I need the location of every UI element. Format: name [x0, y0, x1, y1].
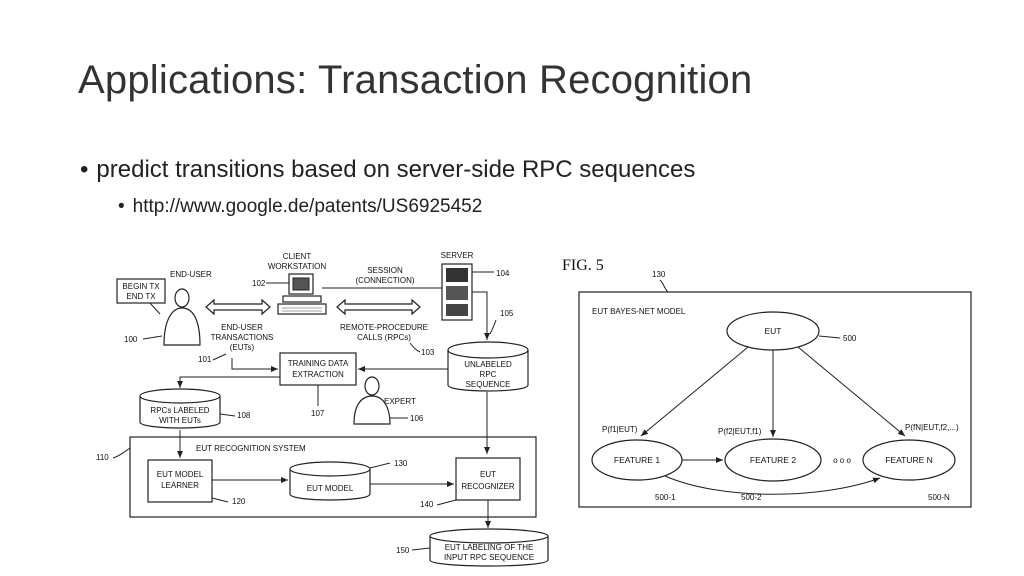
- svg-text:EUT: EUT: [765, 326, 782, 336]
- svg-text:EUT MODEL: EUT MODEL: [307, 484, 354, 493]
- feature-n-node: FEATURE N: [862, 439, 956, 481]
- rpc-label-1: REMOTE-PROCEDURE: [340, 323, 428, 332]
- svg-text:LEARNER: LEARNER: [161, 481, 199, 490]
- svg-text:UNLABELED: UNLABELED: [464, 360, 512, 369]
- bayes-net-title: EUT BAYES-NET MODEL: [592, 307, 686, 316]
- svg-text:END TX: END TX: [126, 292, 156, 301]
- ref-106: 106: [410, 414, 424, 423]
- expert-label: EXPERT: [384, 397, 416, 406]
- eut-label-2: TRANSACTIONS: [211, 333, 274, 342]
- workstation-computer-icon: [277, 273, 327, 315]
- ref-140: 140: [420, 500, 434, 509]
- left-diagram: BEGIN TX END TX END-USER 100 CLIENT WORK…: [96, 251, 549, 567]
- slide-title: Applications: Transaction Recognition: [78, 58, 753, 102]
- begin-end-tx-bubble: BEGIN TX END TX: [116, 278, 166, 315]
- ref-500-2: 500-2: [741, 493, 762, 502]
- prob-fn: P(fN|EUT,f2,...): [905, 423, 959, 432]
- eut-label-3: (EUTs): [230, 343, 255, 352]
- ref-130: 130: [394, 459, 408, 468]
- svg-text:BEGIN TX: BEGIN TX: [122, 282, 160, 291]
- ref-500: 500: [843, 334, 857, 343]
- svg-text:RPCs LABELED: RPCs LABELED: [150, 406, 209, 415]
- eut-node: EUT: [726, 311, 820, 351]
- ref-108: 108: [237, 411, 251, 420]
- svg-text:TRAINING DATA: TRAINING DATA: [288, 359, 349, 368]
- prob-f2: P(f2|EUT,f1): [718, 427, 762, 436]
- client-label-1: CLIENT: [283, 252, 312, 261]
- patent-link-text: http://www.google.de/patents/US6925452: [132, 196, 483, 217]
- ref-500-1: 500-1: [655, 493, 676, 502]
- ref-105: 105: [500, 309, 514, 318]
- svg-text:RECOGNIZER: RECOGNIZER: [461, 482, 515, 491]
- ref-101: 101: [198, 355, 212, 364]
- ref-100: 100: [124, 335, 138, 344]
- ellipsis-dots: o o o: [833, 456, 851, 465]
- ref-130-right: 130: [652, 270, 666, 279]
- eut-model-cylinder: EUT MODEL: [289, 461, 371, 501]
- ref-103: 103: [421, 348, 435, 357]
- right-diagram: FIG. 5 130 EUT BAYES-NET MODEL EUT 500 P…: [562, 257, 972, 508]
- svg-text:FEATURE 1: FEATURE 1: [614, 455, 660, 465]
- bullet-dot: •: [80, 156, 89, 183]
- svg-text:WITH EUTs: WITH EUTs: [159, 416, 201, 425]
- output-labeling-cylinder: EUT LABELING OF THE INPUT RPC SEQUENCE: [429, 528, 549, 567]
- svg-text:EUT: EUT: [480, 470, 496, 479]
- svg-text:INPUT RPC SEQUENCE: INPUT RPC SEQUENCE: [444, 553, 534, 562]
- double-arrow-2-icon: [336, 298, 421, 316]
- eut-model-learner-box: EUT MODEL LEARNER: [147, 459, 213, 503]
- client-label-2: WORKSTATION: [268, 262, 327, 271]
- bullet-level-1: • predict transitions based on server-sid…: [80, 156, 695, 184]
- svg-text:SEQUENCE: SEQUENCE: [466, 380, 511, 389]
- training-data-extraction-box: TRAINING DATA EXTRACTION: [279, 352, 357, 386]
- server-label: SERVER: [441, 251, 474, 260]
- bullet-level-2: • http://www.google.de/patents/US6925452: [118, 196, 482, 218]
- fig-5-label: FIG. 5: [562, 257, 604, 274]
- feature-2-node: FEATURE 2: [724, 438, 822, 482]
- ref-110: 110: [96, 453, 109, 462]
- rpcs-labeled-cylinder: RPCs LABELED WITH EUTs: [139, 388, 221, 429]
- end-user-label: END-USER: [170, 270, 212, 279]
- ref-102: 102: [252, 279, 266, 288]
- prob-f1: P(f1|EUT): [602, 425, 638, 434]
- ref-120: 120: [232, 497, 246, 506]
- svg-text:RPC: RPC: [480, 370, 497, 379]
- svg-text:EUT MODEL: EUT MODEL: [157, 470, 204, 479]
- svg-text:EUT LABELING OF THE: EUT LABELING OF THE: [445, 543, 534, 552]
- ref-104: 104: [496, 269, 510, 278]
- double-arrow-1-icon: [205, 298, 271, 316]
- system-title: EUT RECOGNITION SYSTEM: [196, 444, 306, 453]
- ref-107: 107: [311, 409, 325, 418]
- session-label-1: SESSION: [367, 266, 403, 275]
- svg-text:FEATURE 2: FEATURE 2: [750, 455, 796, 465]
- end-user-figure-icon: [163, 288, 201, 346]
- rpc-label-2: CALLS (RPCs): [357, 333, 411, 342]
- svg-text:FEATURE N: FEATURE N: [885, 455, 933, 465]
- ref-150: 150: [396, 546, 410, 555]
- bullet-text: predict transitions based on server-side…: [96, 156, 696, 183]
- unlabeled-rpc-cylinder: UNLABELED RPC SEQUENCE: [447, 341, 529, 392]
- ref-500-n: 500-N: [928, 493, 950, 502]
- eut-recognizer-box: EUT RECOGNIZER: [455, 457, 521, 501]
- bullet-dot: •: [118, 196, 125, 217]
- eut-label-1: END-USER: [221, 323, 263, 332]
- svg-text:EXTRACTION: EXTRACTION: [292, 370, 344, 379]
- expert-figure-icon: [353, 376, 391, 425]
- session-label-2: (CONNECTION): [355, 276, 414, 285]
- server-rack-icon: [441, 263, 473, 321]
- feature-1-node: FEATURE 1: [591, 439, 683, 481]
